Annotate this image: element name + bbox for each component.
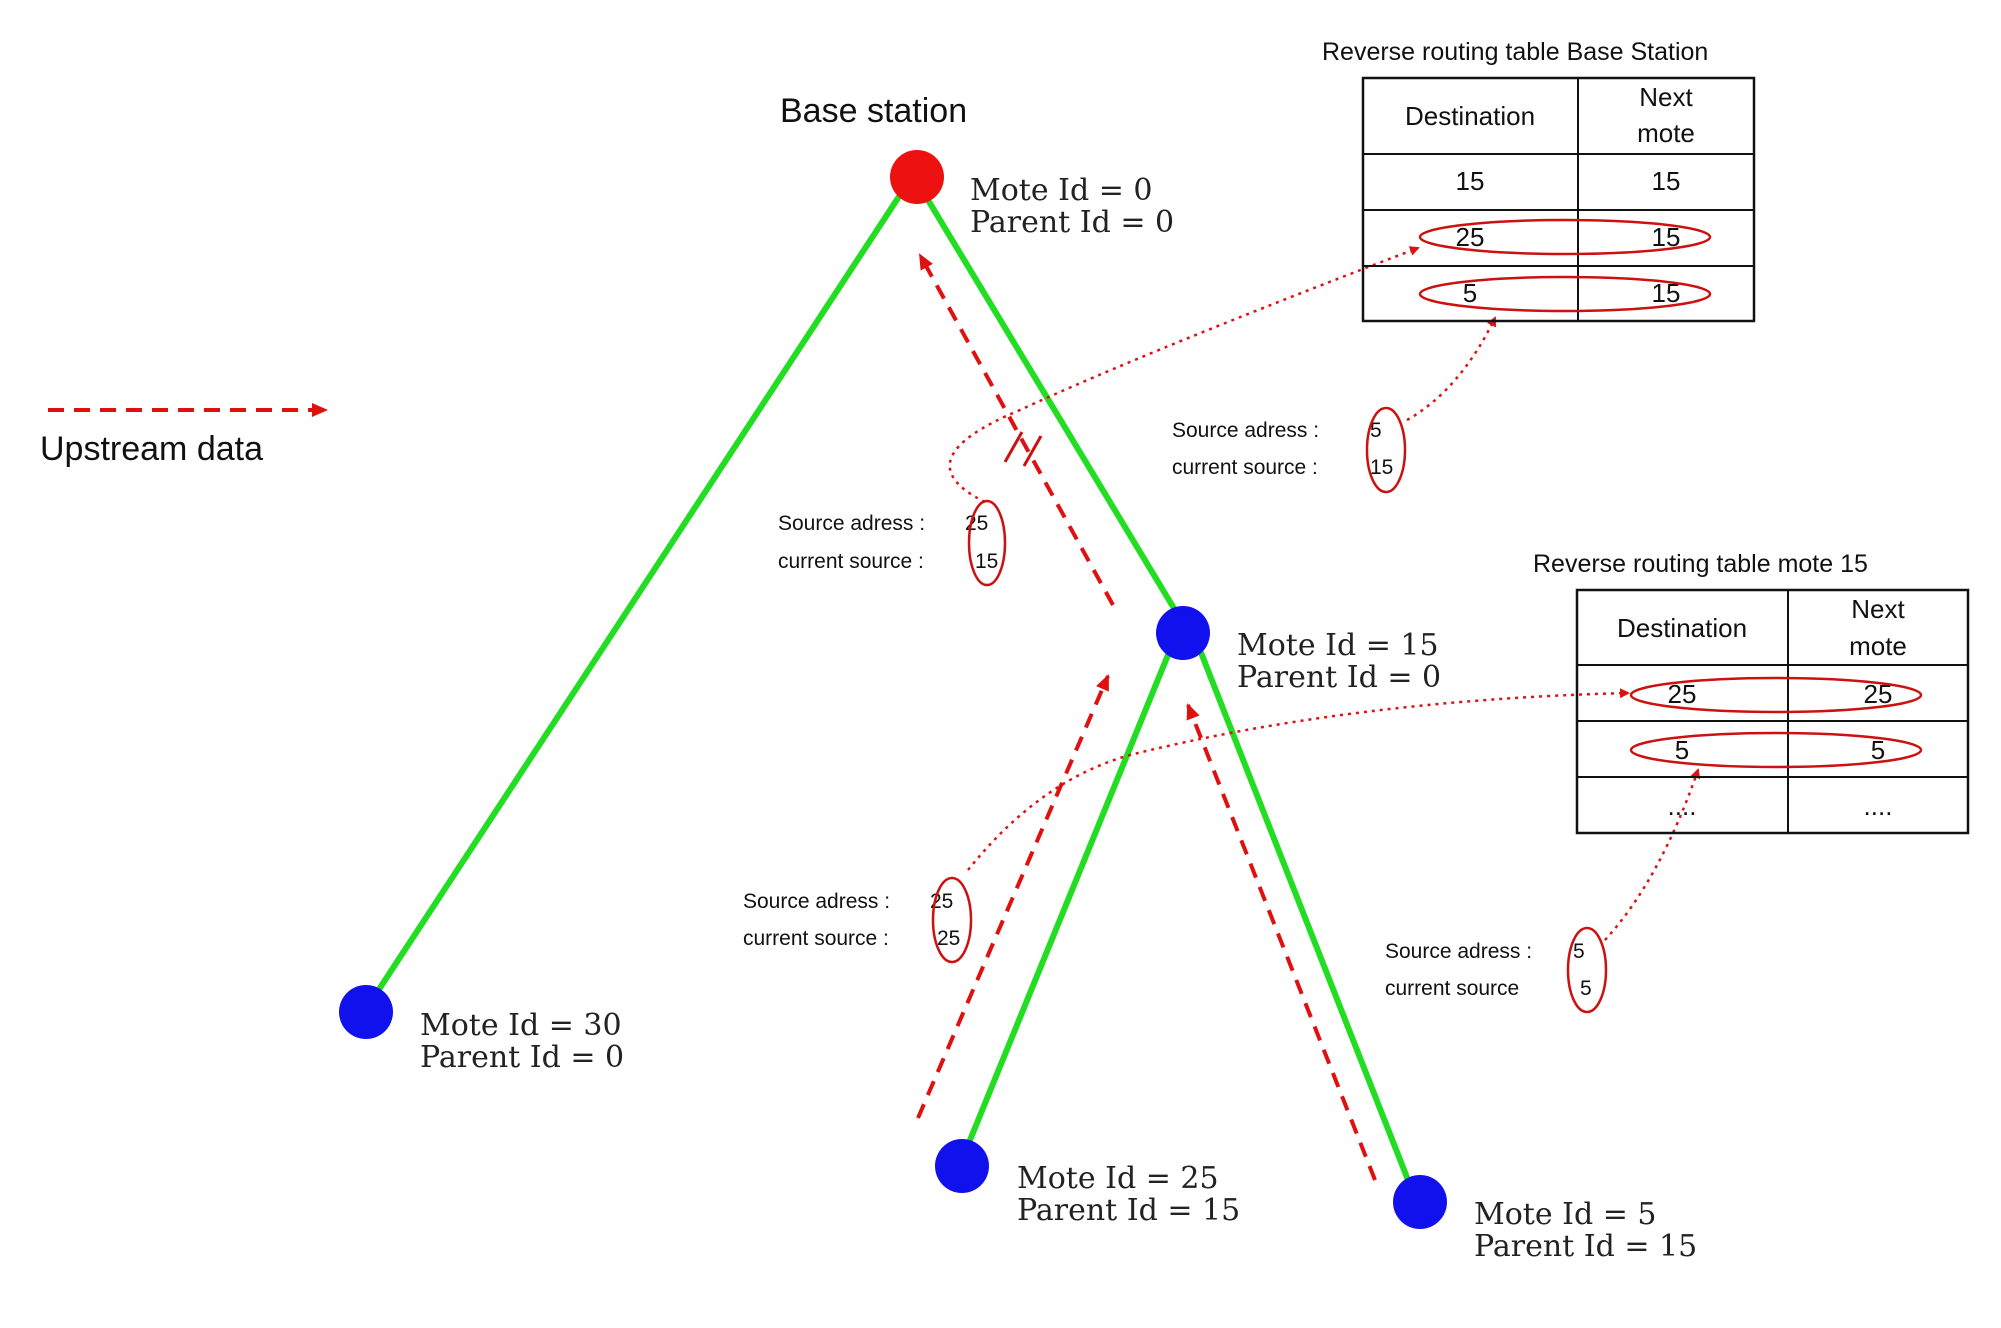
base-table-row1-dest: 15 — [1456, 166, 1485, 196]
link-mote15-to-mote25 — [965, 648, 1173, 1147]
base-table-row1-next: 15 — [1652, 166, 1681, 196]
base-station-label: Base station — [780, 92, 967, 130]
link-base-to-mote15 — [922, 193, 1178, 612]
link-mote15-to-mote5 — [1197, 648, 1411, 1182]
mote5-mote-id: Mote Id = 5 — [1474, 1197, 1656, 1232]
mote15-table-frame — [1575, 588, 1970, 835]
mote25-mote-id: Mote Id = 25 — [1017, 1161, 1219, 1196]
base-table-row2-highlight — [1418, 218, 1712, 256]
annotation-1-source-label: Source adress : — [778, 512, 925, 535]
mote15-table-row3-next: .... — [1864, 791, 1893, 821]
upstream-arrow-mote25-to-mote15 — [916, 674, 1110, 1119]
mote15-table-row2-next: 5 — [1871, 735, 1885, 765]
base-table-header-next-1: Next — [1639, 82, 1693, 112]
mote15-table-row2-highlight — [1629, 731, 1923, 769]
mote15-table-row3-dest: .... — [1668, 791, 1697, 821]
annotation-4-current-value: 5 — [1580, 977, 1592, 1000]
base-table-row2-dest: 25 — [1456, 222, 1485, 252]
mote15-table-row1-highlight — [1629, 676, 1923, 714]
mapping-arrow-a1-to-base-table — [948, 246, 1420, 504]
base-table-row3-dest: 5 — [1463, 278, 1477, 308]
annotation-1-current-label: current source : — [778, 550, 924, 573]
upstream-arrow-mote5-to-mote15 — [1186, 703, 1377, 1181]
mote-30-node[interactable] — [339, 985, 393, 1039]
mote15-table-header-next-2: mote — [1849, 631, 1907, 661]
mote15-table-row2-dest: 5 — [1675, 735, 1689, 765]
base-station-node[interactable] — [890, 150, 944, 204]
tree-links — [369, 193, 1411, 1182]
mote5-parent-id: Parent Id = 15 — [1474, 1229, 1697, 1264]
mapping-arrow-a3-to-mote15-table — [967, 688, 1630, 871]
mote-5-node[interactable] — [1393, 1175, 1447, 1229]
annotation-2-current-label: current source : — [1172, 456, 1318, 479]
annotation-2-source-value: 5 — [1370, 419, 1382, 442]
annotation-2-source-label: Source adress : — [1172, 419, 1319, 442]
annotation-3-current-label: current source : — [743, 927, 889, 950]
annotation-2-current-value: 15 — [1370, 456, 1393, 479]
mote25-parent-id: Parent Id = 15 — [1017, 1193, 1240, 1228]
mote30-mote-id: Mote Id = 30 — [420, 1008, 622, 1043]
annotation-3-current-value: 25 — [937, 927, 960, 950]
annotation-4-current-label: current source — [1385, 977, 1519, 1000]
legend-label: Upstream data — [40, 430, 263, 468]
link-break-mark-2 — [1022, 435, 1043, 467]
link-base-to-mote30 — [369, 193, 903, 1002]
mote-labels: Mote Id = 0 Parent Id = 0 Mote Id = 30 P… — [420, 173, 1697, 1264]
annotation-1-current-value: 15 — [975, 550, 998, 573]
base-table-header-next-2: mote — [1637, 118, 1695, 148]
mote-15-node[interactable] — [1156, 606, 1210, 660]
upstream-arrows — [916, 253, 1377, 1181]
packet-annotations: Source adress : 25 current source : 15 S… — [743, 406, 1608, 1014]
base-table-header-destination: Destination — [1405, 101, 1535, 131]
annotation-4-source-label: Source adress : — [1385, 940, 1532, 963]
annotation-4-highlight — [1566, 926, 1608, 1014]
base-parent-id: Parent Id = 0 — [970, 205, 1174, 240]
link-break-mark-1 — [1003, 431, 1024, 463]
table-mapping-arrows — [948, 246, 1701, 941]
annotation-2-highlight — [1365, 406, 1407, 494]
annotation-3-highlight — [931, 876, 973, 964]
mote15-table-header-next-1: Next — [1851, 594, 1905, 624]
mote15-table-header-destination: Destination — [1617, 613, 1747, 643]
nodes — [339, 150, 1447, 1229]
base-table-frame — [1361, 76, 1756, 323]
annotation-3-source-label: Source adress : — [743, 890, 890, 913]
base-table-row3-highlight — [1418, 275, 1712, 313]
mote15-parent-id: Parent Id = 0 — [1237, 660, 1441, 695]
mote15-table-title: Reverse routing table mote 15 — [1533, 550, 1868, 578]
upstream-arrow-mote15-to-base — [918, 253, 1115, 606]
mapping-arrow-a2-to-base-table — [1406, 316, 1497, 422]
mapping-arrow-a4-to-mote15-table — [1604, 768, 1701, 941]
legend: Upstream data — [40, 403, 328, 468]
mote-25-node[interactable] — [935, 1139, 989, 1193]
annotation-1-highlight — [967, 499, 1007, 587]
base-mote-id: Mote Id = 0 — [970, 173, 1152, 208]
base-station-routing-table: Reverse routing table Base Station Desti… — [1322, 38, 1756, 323]
base-table-title: Reverse routing table Base Station — [1322, 38, 1708, 66]
mote30-parent-id: Parent Id = 0 — [420, 1040, 624, 1075]
annotation-4-source-value: 5 — [1573, 940, 1585, 963]
mote15-mote-id: Mote Id = 15 — [1237, 628, 1439, 663]
mote15-routing-table: Reverse routing table mote 15 Destinatio… — [1533, 550, 1970, 835]
